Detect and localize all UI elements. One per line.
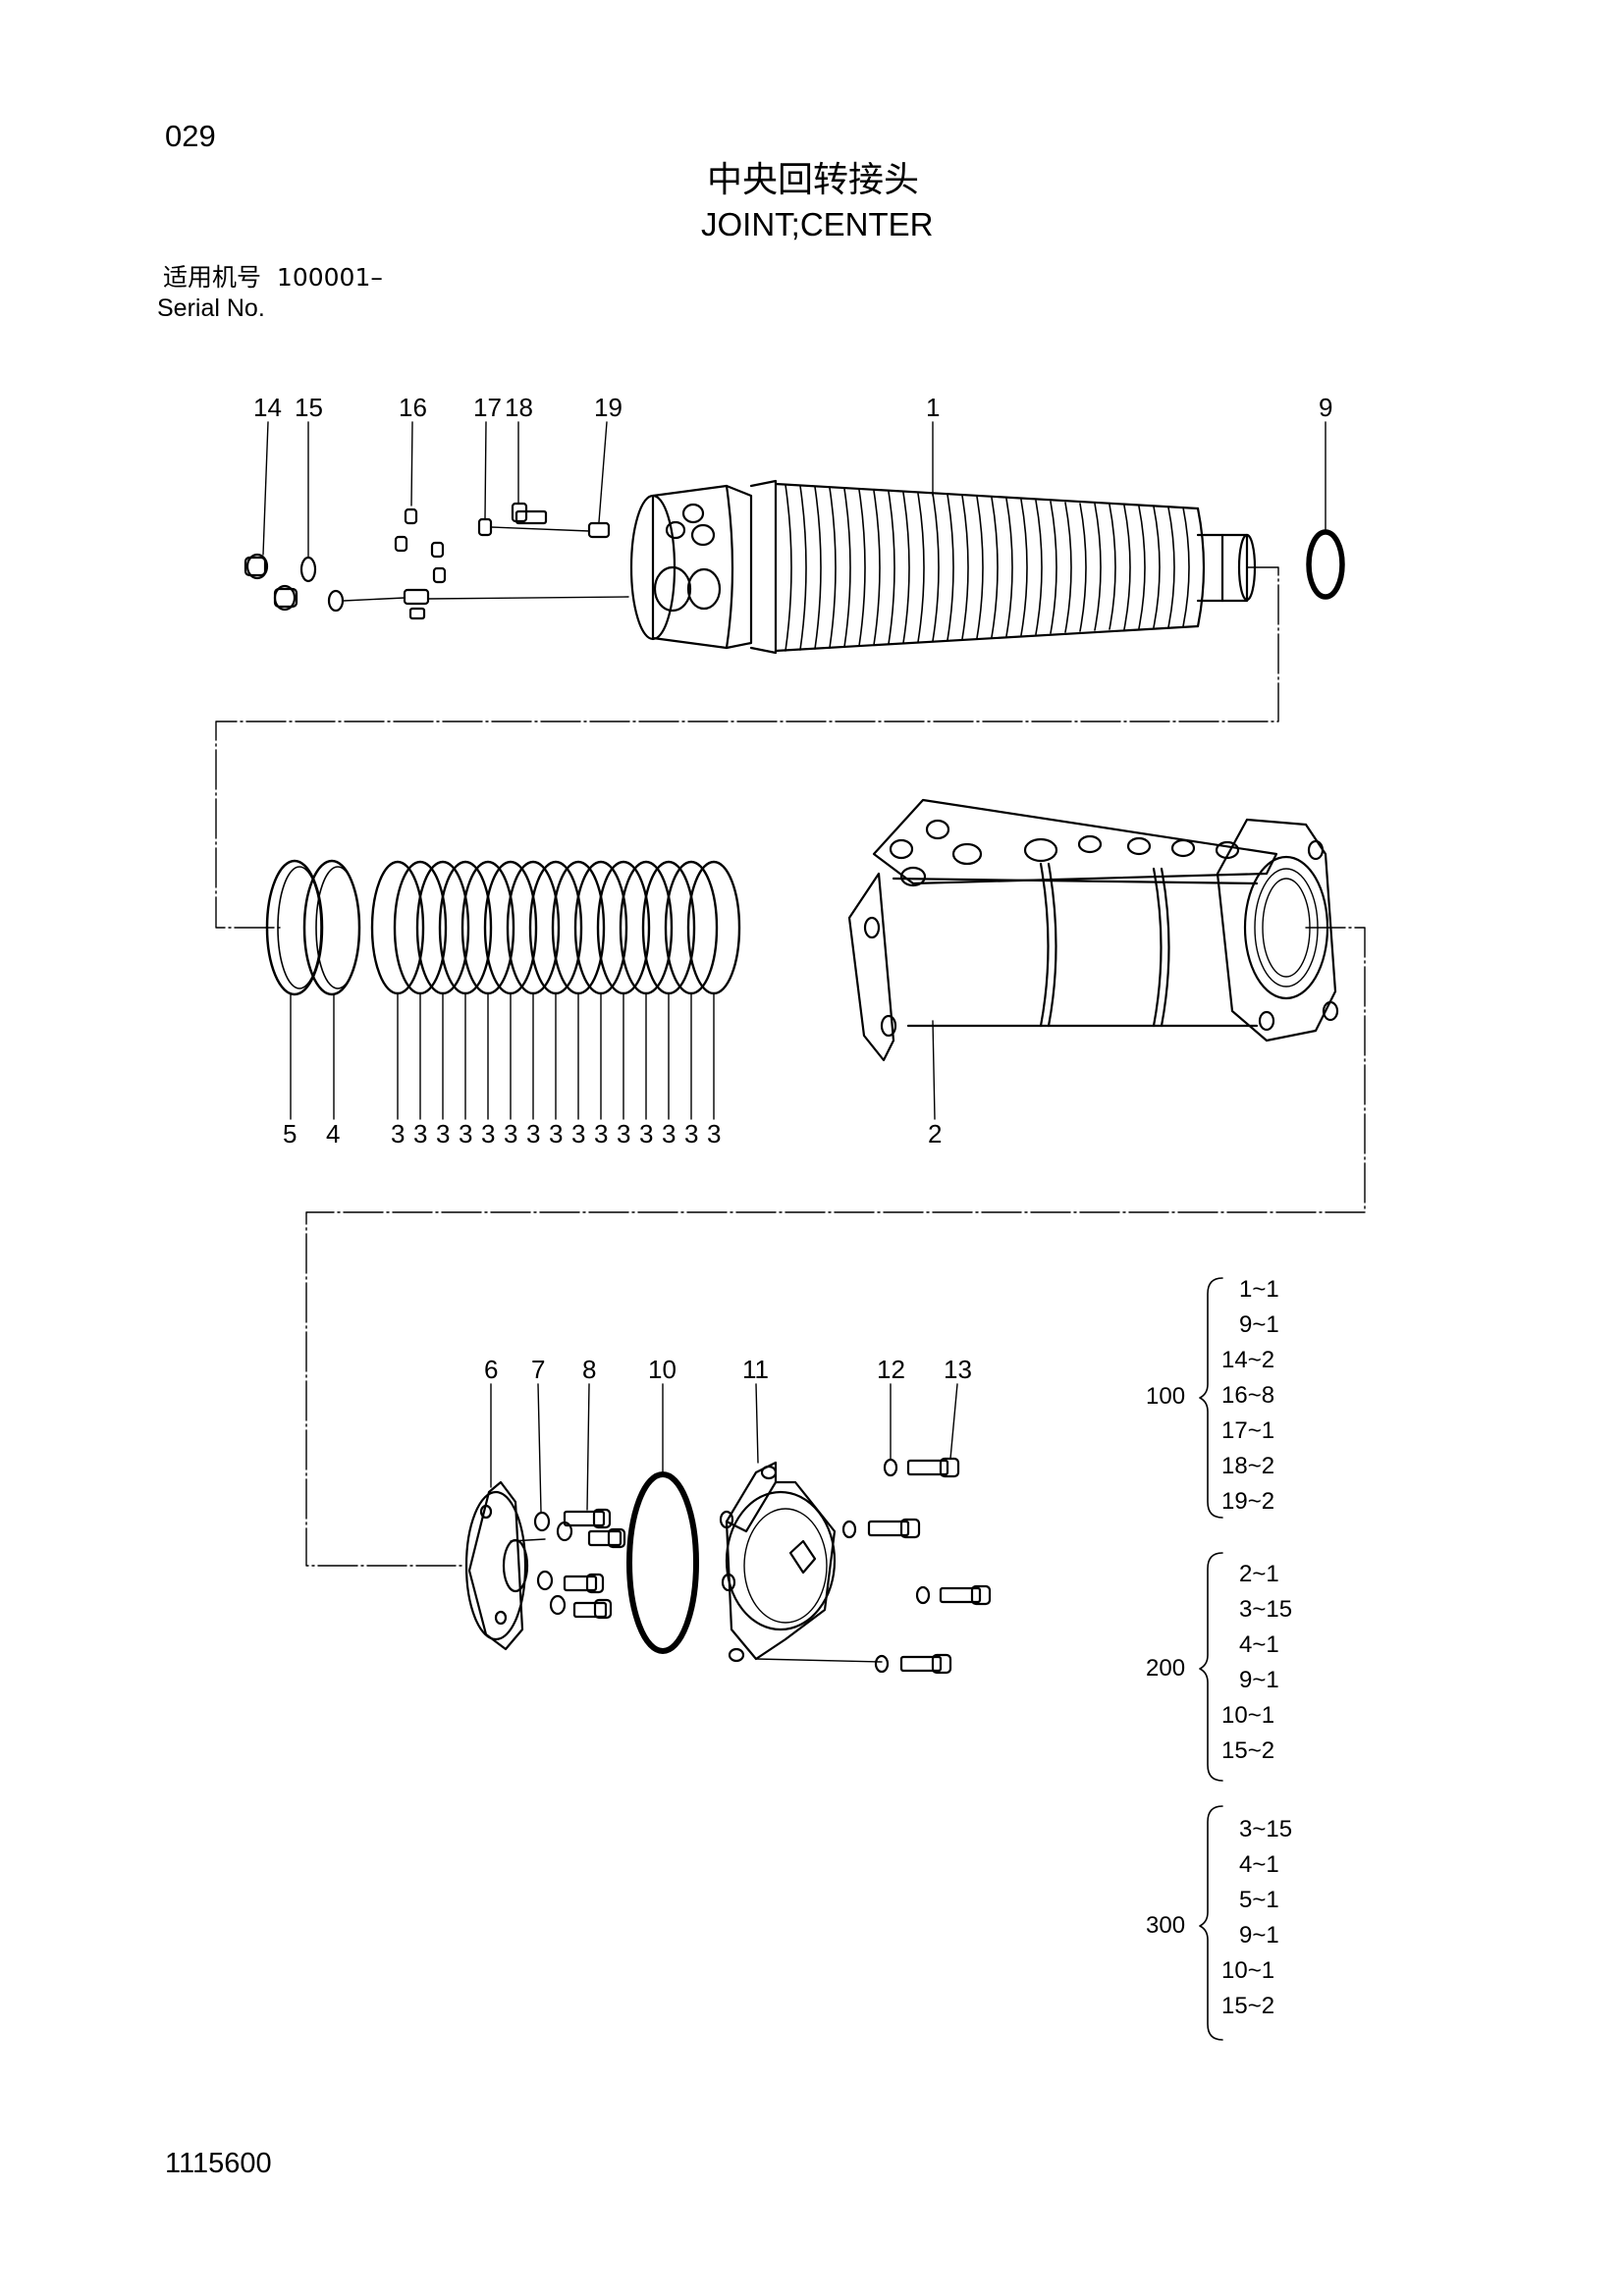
assembly-link-line-2: [305, 927, 1366, 1567]
callout-12: 12: [877, 1355, 905, 1384]
callout-14: 14: [253, 393, 282, 422]
callout-3: 3: [571, 1119, 586, 1148]
callout-3: 3: [617, 1119, 631, 1148]
kit-item: 19~2: [1221, 1488, 1275, 1515]
kit-item: 15~2: [1221, 1737, 1275, 1764]
kit-item: 14~2: [1221, 1347, 1275, 1373]
bolts-parts-12-13: [755, 1457, 992, 1675]
callout-8: 8: [582, 1355, 597, 1384]
kit-item: 9~1: [1239, 1667, 1279, 1693]
leaders-section-2: [290, 992, 936, 1120]
kit-item: 4~1: [1239, 1631, 1279, 1658]
callout-3: 3: [684, 1119, 699, 1148]
callout-5: 5: [283, 1119, 298, 1148]
seal-rings-parts-3-4-5: [265, 859, 741, 996]
kit-item: 18~2: [1221, 1453, 1275, 1479]
callout-3: 3: [436, 1119, 451, 1148]
page-number: 029: [165, 119, 216, 153]
kit-id: 200: [1146, 1655, 1186, 1682]
callout-3: 3: [481, 1119, 496, 1148]
kit-id: 300: [1146, 1912, 1186, 1939]
callout-15: 15: [295, 393, 323, 422]
title-english: JOINT;CENTER: [701, 206, 934, 242]
title-chinese: 中央回转接头: [707, 160, 920, 200]
kit-item: 16~8: [1221, 1382, 1275, 1409]
callout-16: 16: [399, 393, 427, 422]
callout-3: 3: [504, 1119, 518, 1148]
kit-item: 9~1: [1239, 1922, 1279, 1949]
leaders-section-1: [262, 421, 1326, 559]
plate-part-6: [464, 1480, 529, 1651]
callout-1: 1: [926, 393, 941, 422]
callout-3: 3: [639, 1119, 654, 1148]
rotor-part-1: [629, 479, 1257, 655]
callout-17: 17: [473, 393, 502, 422]
kit-item: 9~1: [1239, 1311, 1279, 1338]
kit-item: 10~1: [1221, 1702, 1275, 1729]
callout-3: 3: [526, 1119, 541, 1148]
callout-18: 18: [505, 393, 533, 422]
callout-13: 13: [944, 1355, 972, 1384]
catalog-number: 1115600: [165, 2148, 272, 2179]
cover-part-11: [719, 1461, 837, 1663]
kit-item: 3~15: [1239, 1596, 1293, 1623]
kit-item: 5~1: [1239, 1887, 1279, 1913]
callout-19: 19: [594, 393, 623, 422]
kit-item: 17~1: [1221, 1417, 1275, 1444]
assembly-link-line-1: [215, 566, 1279, 929]
callout-11: 11: [742, 1355, 769, 1384]
callout-9: 9: [1319, 393, 1333, 422]
callout-3: 3: [459, 1119, 473, 1148]
serial-label-cn: 适用机号: [163, 263, 262, 292]
kit-braces: [1199, 1277, 1223, 2041]
callout-6: 6: [484, 1355, 499, 1384]
kit-item: 1~1: [1239, 1276, 1279, 1303]
callout-3: 3: [413, 1119, 428, 1148]
callout-3: 3: [707, 1119, 722, 1148]
callout-10: 10: [648, 1355, 677, 1384]
kit-id: 100: [1146, 1383, 1186, 1410]
kit-item: 2~1: [1239, 1561, 1279, 1587]
o-ring-part-9: [1306, 529, 1345, 600]
bolts-washers-parts-7-8: [510, 1508, 626, 1620]
callout-3: 3: [662, 1119, 677, 1148]
callout-2: 2: [928, 1119, 943, 1148]
serial-row: 适用机号 100001–: [163, 265, 383, 290]
callout-3: 3: [549, 1119, 564, 1148]
serial-label-en: Serial No.: [157, 294, 265, 322]
callout-7: 7: [531, 1355, 546, 1384]
leaders-section-3: [490, 1383, 958, 1513]
kit-item: 3~15: [1239, 1816, 1293, 1842]
kit-item: 4~1: [1239, 1851, 1279, 1878]
housing-part-2: [847, 798, 1339, 1062]
plugs-parts-14-19: [244, 502, 629, 620]
callout-4: 4: [326, 1119, 341, 1148]
callout-3: 3: [594, 1119, 609, 1148]
kit-item: 15~2: [1221, 1993, 1275, 2019]
kit-item: 10~1: [1221, 1957, 1275, 1984]
callout-3: 3: [391, 1119, 406, 1148]
serial-value: 100001–: [276, 263, 383, 292]
o-ring-part-10: [626, 1471, 699, 1654]
